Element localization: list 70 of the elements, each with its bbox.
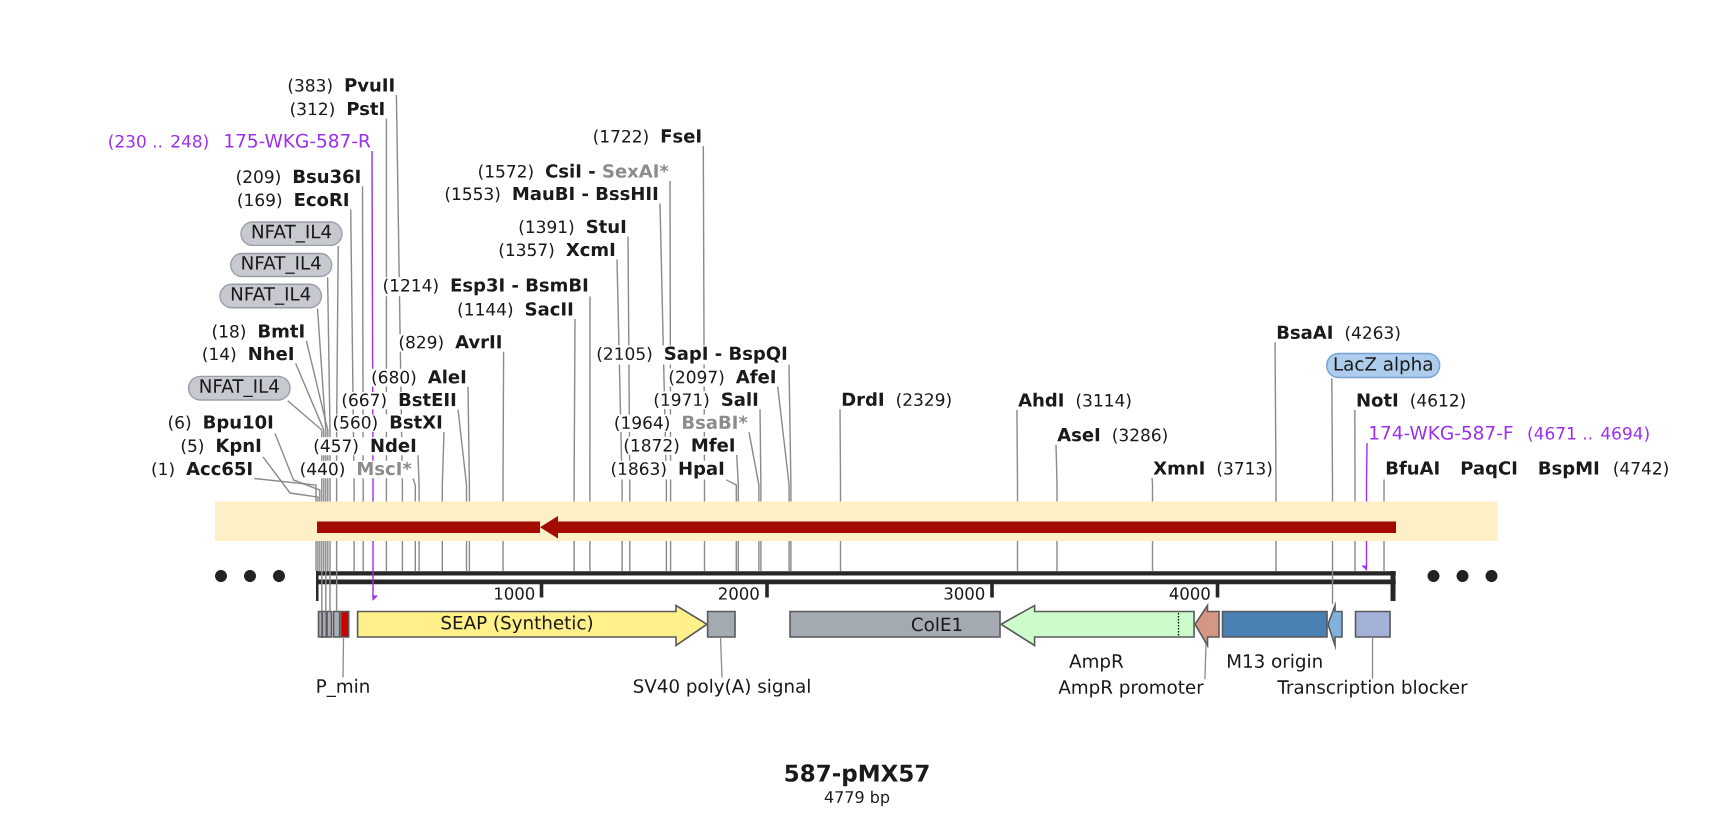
site-label: (440) MscI*	[298, 460, 413, 479]
site-label: (1572) CsiI - SexAI*	[476, 162, 670, 181]
feature-box	[326, 610, 333, 638]
primer-label: 174-WKG-587-F (4671 .. 4694)	[1367, 424, 1652, 443]
tick-label: 2000	[719, 587, 759, 600]
site-label: (6) Bpu10I	[166, 414, 275, 434]
feature-name: SV40 poly(A) signal	[633, 678, 810, 697]
site-label: (383) PvuII	[286, 77, 397, 95]
site-label: (1) Acc65I	[150, 460, 255, 479]
feature-box	[706, 610, 736, 638]
site-label: (1357) XcmI	[497, 241, 617, 260]
feature-box	[1354, 610, 1391, 638]
site-label: (169) EcoRI	[235, 192, 351, 210]
site-label: (1971) SalI	[652, 391, 760, 410]
site-label: (209) Bsu36I	[234, 168, 363, 187]
site-label: (457) NdeI	[312, 437, 418, 456]
feature-label: NFAT_IL4	[219, 283, 323, 309]
feature-name: P_min	[317, 678, 369, 697]
tick-label: 1000	[495, 587, 535, 600]
primer-label: (230 .. 248) 175-WKG-587-R	[106, 132, 372, 151]
site-label: AhdI (3114)	[1017, 391, 1133, 410]
leader-line	[1204, 643, 1207, 680]
tick-label: 3000	[944, 587, 985, 600]
leader-line	[342, 636, 345, 679]
feature-label: LacZ alpha	[1326, 352, 1441, 379]
site-label: (560) BstXI	[331, 414, 444, 432]
site-label: (1872) MfeI	[622, 436, 737, 455]
feature-block	[1194, 602, 1220, 649]
site-label: (2097) AfeI	[667, 368, 778, 387]
feature-label: NFAT_IL4	[230, 252, 333, 278]
site-label: BsaAI (4263)	[1275, 324, 1402, 343]
feature-box	[332, 610, 341, 638]
leader-line	[1371, 636, 1374, 680]
site-label: XmnI (3713)	[1152, 460, 1274, 478]
feature-label: NFAT_IL4	[187, 375, 291, 401]
feature-name: Transcription blocker	[1277, 679, 1468, 698]
site-label: (312) PstI	[288, 101, 387, 119]
feature-box: M13 origin	[1221, 610, 1328, 672]
feature-block	[1327, 601, 1343, 651]
site-label: BfuAI PaqCI BspMI (4742)	[1384, 459, 1671, 480]
feature-label: NFAT_IL4	[240, 221, 343, 247]
leader-line	[719, 636, 723, 679]
title: 587-pMX57	[785, 764, 929, 787]
site-label: (1214) Esp3I - BsmBI	[381, 277, 590, 297]
tick-label: 4000	[1169, 587, 1210, 600]
site-label: NotI (4612)	[1355, 392, 1468, 410]
site-label: (18) BmtI	[210, 323, 307, 341]
site-label: (2105) SapI - BspQI	[595, 345, 789, 365]
site-label: (1863) HpaI	[609, 460, 726, 480]
feature-name: AmpR promoter	[1058, 680, 1204, 698]
feature-box: ColE1	[789, 610, 1001, 638]
site-label: AseI (3286)	[1056, 427, 1170, 445]
site-label: (667) BstEII	[340, 392, 458, 410]
site-label: (829) AvrII	[397, 334, 504, 352]
feature-block: SEAP (Synthetic)	[356, 604, 709, 648]
site-label: (1391) StuI	[517, 218, 628, 237]
feature-block: AmpR	[999, 604, 1195, 672]
site-label: (1964) BsaBI*	[612, 414, 749, 433]
site-label: (1722) FseI	[591, 128, 704, 146]
site-label: (5) KpnI	[179, 437, 263, 457]
node-label: AmpR	[1069, 654, 1124, 672]
ruler	[316, 571, 1396, 601]
node-label: M13 origin	[1228, 653, 1322, 672]
site-label: (14) NheI	[200, 345, 296, 364]
subtitle: 4779 bp	[824, 790, 890, 807]
site-label: (1553) MauBI - BssHII	[443, 185, 660, 204]
site-label: (1144) SacII	[456, 301, 575, 319]
site-label: DrdI (2329)	[840, 391, 954, 410]
feature-box	[340, 610, 350, 638]
site-label: (680) AleI	[370, 368, 468, 387]
